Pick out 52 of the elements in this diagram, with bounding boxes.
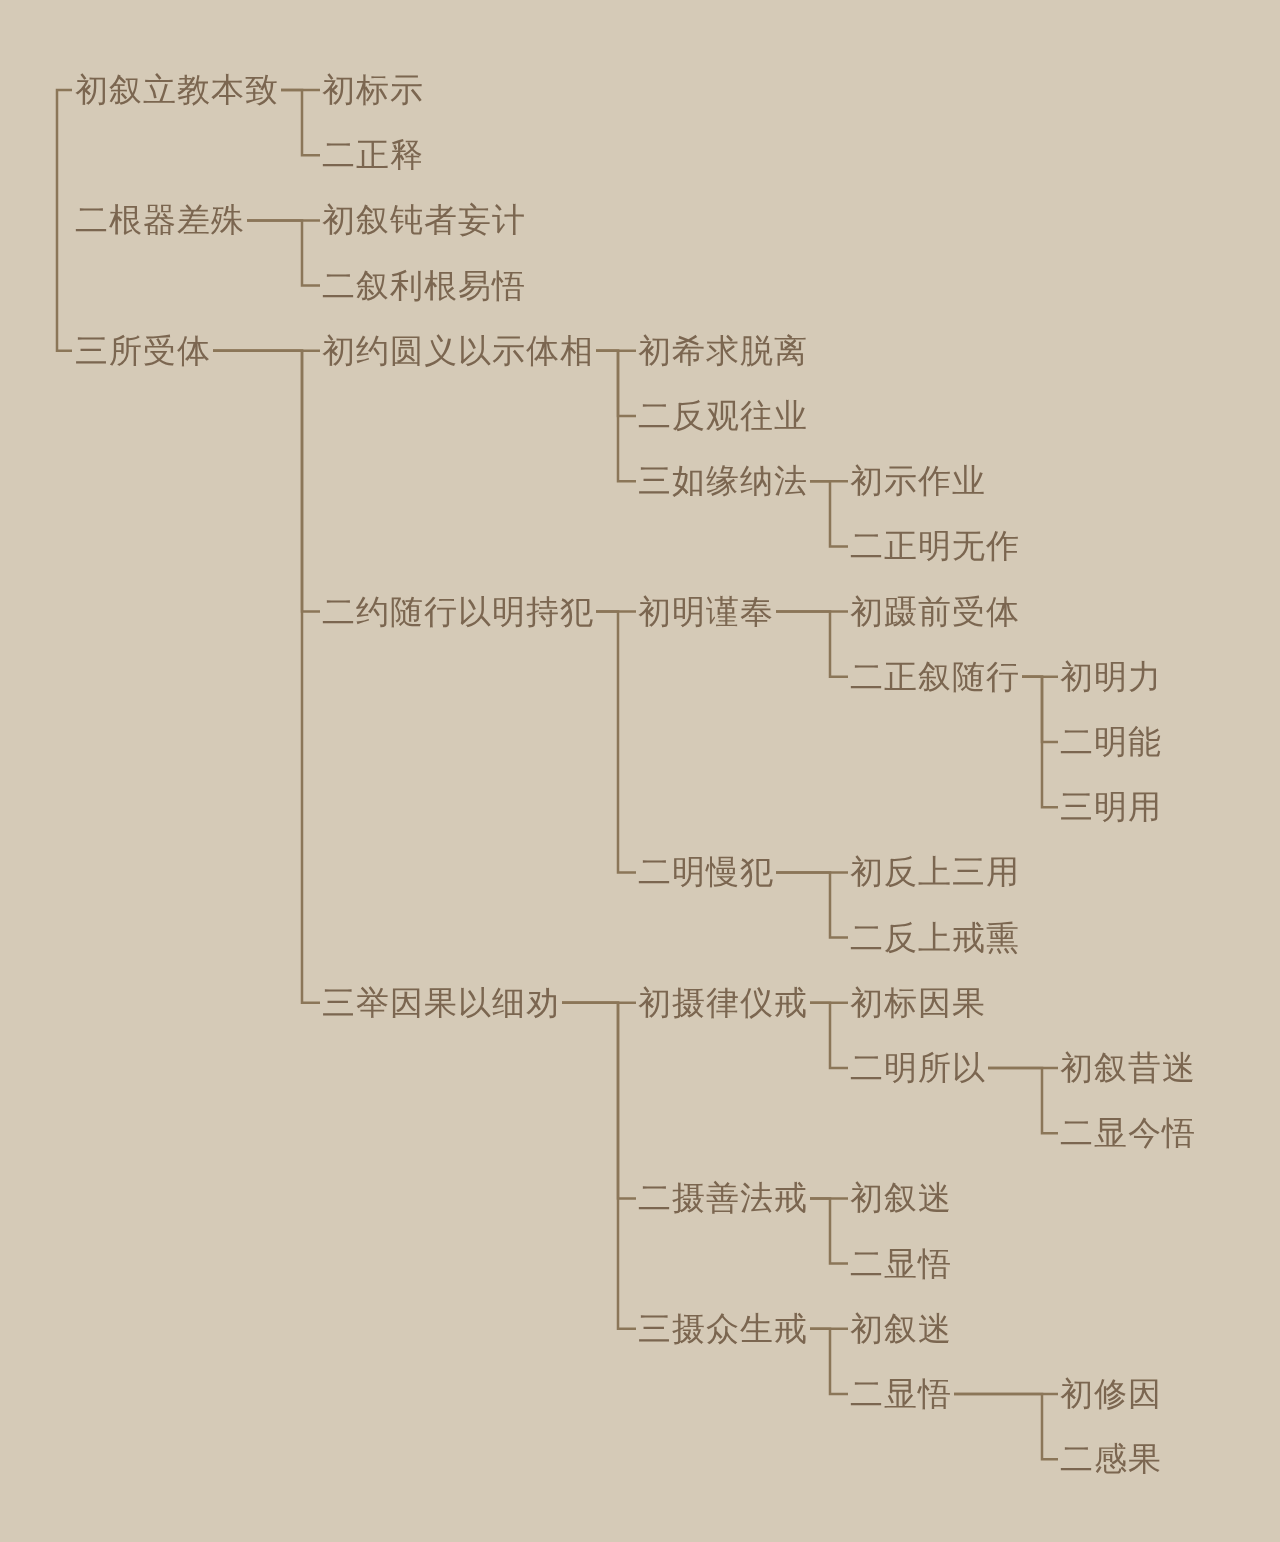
outline-item: 二摄善法戒 [638,1176,808,1221]
outline-item: 二显今悟 [1060,1111,1196,1156]
connector-line [247,219,320,287]
outline-item: 初约圆义以示体相 [322,328,594,373]
connector-line [776,871,848,939]
outline-item: 三举因果以细劝 [322,980,560,1025]
connector-line [213,349,320,1005]
connector-line [596,610,636,874]
outline-item: 初示作业 [850,459,986,504]
outline-item: 初叙迷 [850,1176,952,1221]
outline-item: 初叙昔迷 [1060,1046,1196,1090]
outline-item: 二正释 [322,133,424,178]
outline-item: 初反上三用 [850,850,1020,895]
outline-item: 初明力 [1060,654,1162,699]
connector-line [281,88,320,157]
outline-item: 二感果 [1060,1437,1162,1482]
outline-item: 初修因 [1060,1372,1162,1416]
connector-line [1022,675,1058,809]
outline-item: 二约随行以明持犯 [322,589,594,634]
outline-item: 三所受体 [75,328,211,373]
outline-item: 初希求脱离 [638,328,808,373]
outline-item: 二明能 [1060,720,1162,764]
outline-item: 二叙利根易悟 [322,263,526,308]
connector-line [776,610,848,679]
connector-line [988,1066,1058,1135]
outline-item: 三明用 [1060,785,1162,830]
outline-item: 二反上戒熏 [850,915,1020,960]
connector-line [562,1001,636,1331]
connector-line [810,1001,848,1070]
connector-line [810,1327,848,1396]
outline-item: 二正叙随行 [850,654,1020,699]
outline-item: 二反观往业 [638,394,808,438]
outline-item: 初叙迷 [850,1306,952,1351]
connector-line [954,1392,1058,1461]
outline-item: 三如缘纳法 [638,459,808,504]
outline-item: 初叙立教本致 [75,68,279,112]
outline-item: 二明慢犯 [638,850,774,895]
outline-item: 初标示 [322,68,424,112]
connector-line [810,479,848,548]
outline-item: 初摄律仪戒 [638,980,808,1025]
outline-item: 初蹑前受体 [850,589,1020,634]
outline-item: 二显悟 [850,1241,952,1286]
outline-item: 初明谨奉 [638,589,774,634]
outline-item: 三摄众生戒 [638,1306,808,1351]
connector-line [810,1197,848,1265]
outline-item: 初标因果 [850,980,986,1025]
outline-item: 二根器差殊 [75,198,245,243]
outline-item: 二正明无作 [850,524,1020,569]
outline-item: 二显悟 [850,1372,952,1416]
outline-item: 初叙钝者妄计 [322,198,526,243]
connector-line [596,349,636,483]
outline-item: 二明所以 [850,1046,986,1090]
